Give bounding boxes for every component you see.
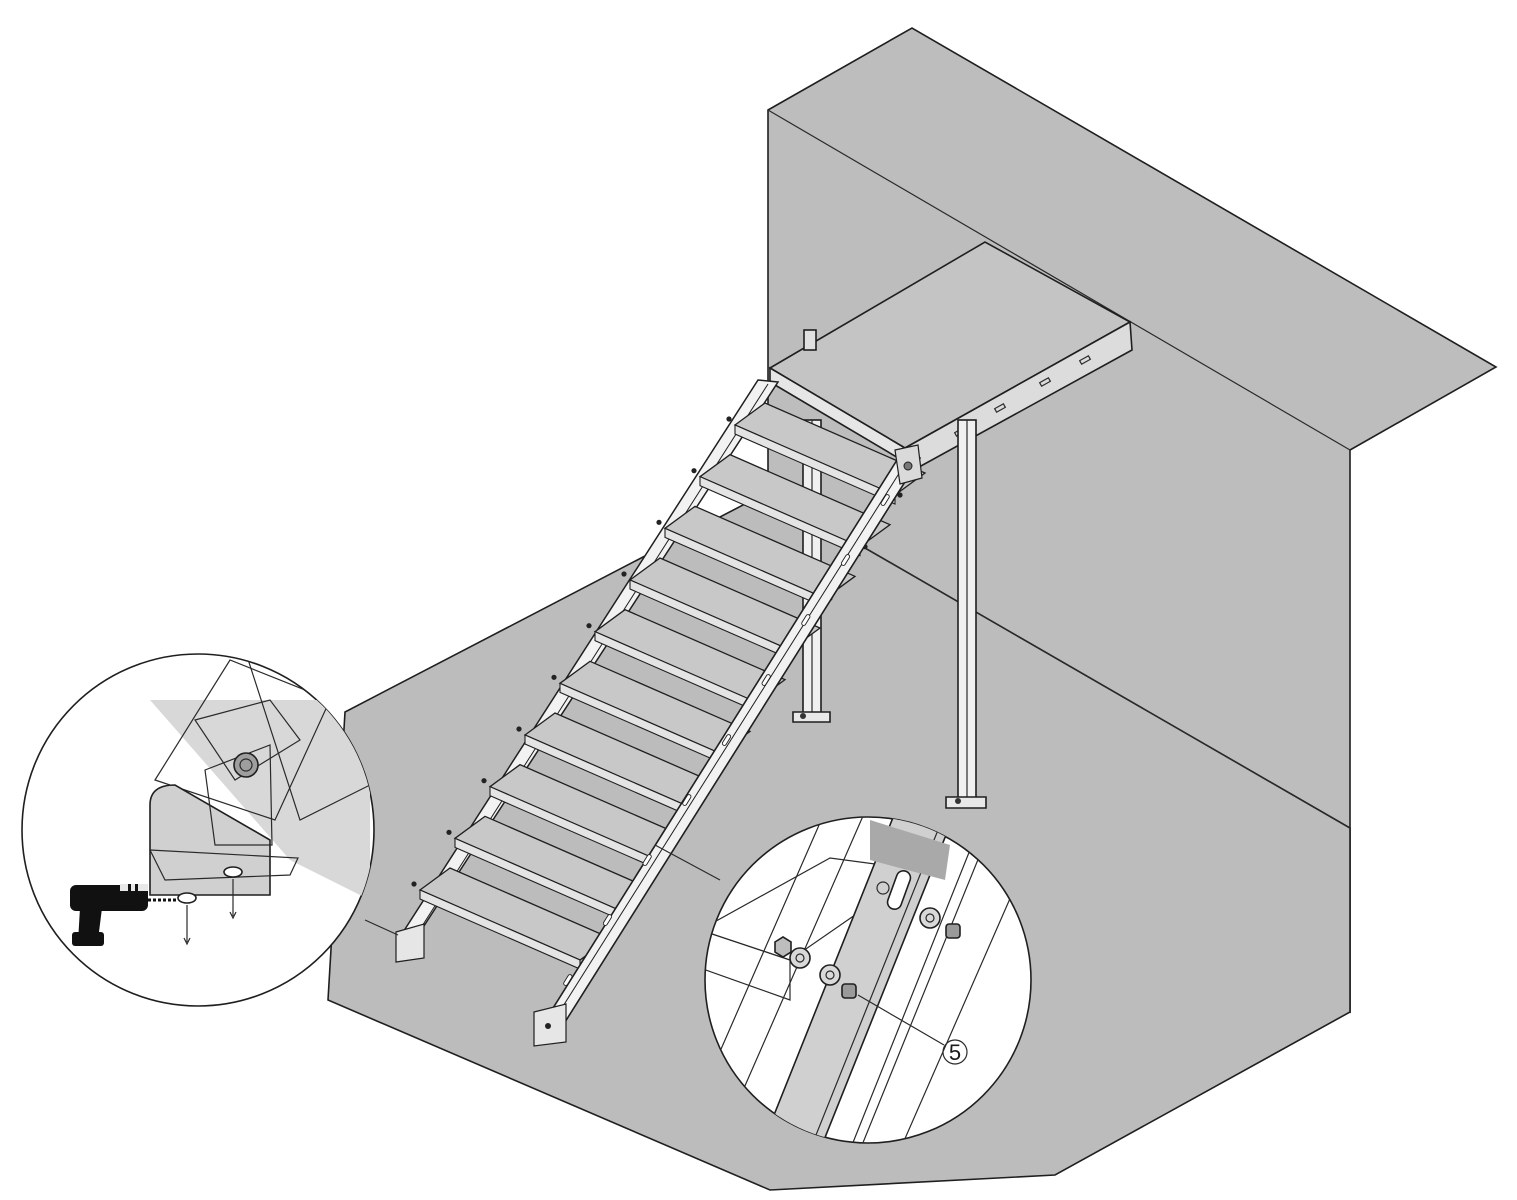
stringer-slot [682,794,692,806]
cordless-drill-icon [70,884,178,946]
tread-bolt-right [897,492,903,498]
stringer-left-foot [395,923,425,963]
nut-icon [774,936,792,958]
callout-bubble-5 [942,1039,968,1065]
drill-hole-2 [223,866,243,878]
washer-icon [789,881,941,986]
tread-bolt-left [481,778,487,784]
tread-bolt-left [726,416,732,422]
detail-bolt-connection: 5 [654,816,1032,1144]
landing-rear-post [803,329,817,351]
support-post-right [945,419,987,809]
tread-bolt-left [586,623,592,629]
staircase [395,379,927,1047]
bolt-icon [233,752,259,778]
tread-bolt-left [551,674,557,680]
down-arrow-icon [183,879,237,946]
stringer-right-foot-bolt [545,1023,551,1029]
callout-label-5: 5 [949,1040,961,1065]
detail-leader-left [364,919,399,936]
detail-anchor-drilling [21,653,399,1007]
tread-bolt-left [411,881,417,887]
stringer-slot [642,854,652,866]
stair-tread-nose [699,475,861,557]
wall-top-edge [767,109,1351,451]
stringer-right-inner-edge [547,455,911,1031]
tread-bolt-left [656,519,662,525]
tread-bolt-left [516,726,522,732]
stringer-slot [840,554,851,566]
tread-bolt-left [446,829,452,835]
stringer-slot [721,734,732,746]
stringer-top-bolt [903,461,913,471]
stringer-slot [801,614,811,626]
detail-leader-right [654,844,721,881]
stringer-slot [880,494,890,506]
stair-tread-nose [734,424,896,505]
stringer-slot [563,974,573,986]
stringer-slot [602,914,613,926]
bolt-icon [841,923,961,999]
drill-hole-1 [177,892,197,904]
tread-bolt-left [621,571,627,577]
tread-bolt-left [691,468,697,474]
callout-leader-5 [857,994,945,1046]
stringer-slot [761,674,771,686]
